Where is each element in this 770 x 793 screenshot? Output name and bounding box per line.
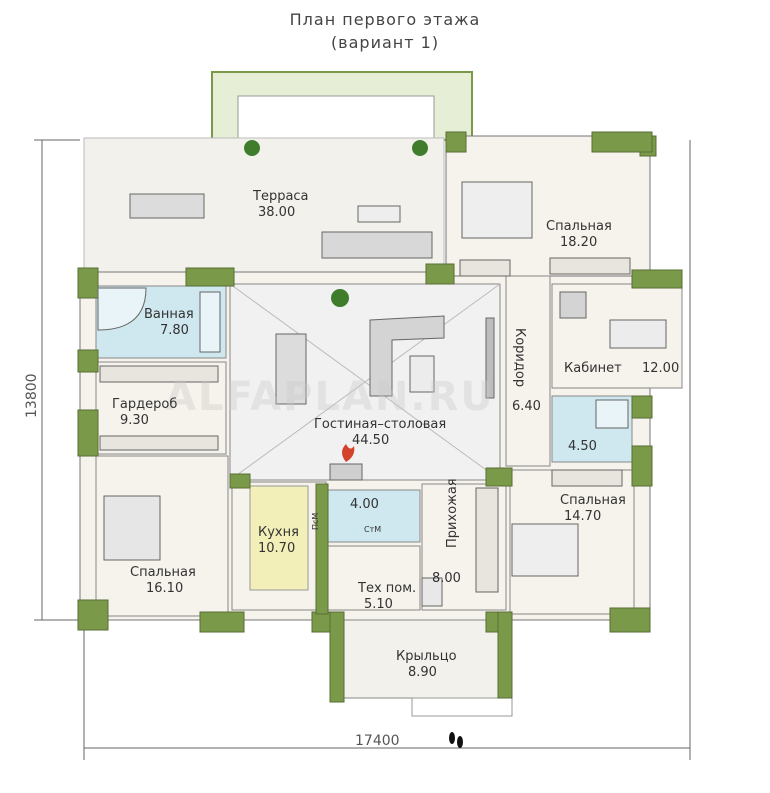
label-bedroom-tr-area: 18.20 — [560, 235, 597, 250]
label-wc-area: 4.50 — [568, 439, 597, 454]
label-porch-area: 8.90 — [408, 665, 437, 680]
label-washer: СтМ — [364, 525, 381, 534]
plant-icon — [244, 140, 428, 307]
label-living-area: 44.50 — [352, 433, 389, 448]
label-corridor-name: Коридор — [512, 328, 527, 387]
tech-floor — [327, 545, 421, 611]
watermark: ALFAPLAN.RU — [165, 374, 495, 420]
dimension-width: 17400 — [355, 733, 400, 749]
label-bath-name: Ванная — [144, 307, 194, 322]
label-terrace-area: 38.00 — [258, 205, 295, 220]
fire-icon — [342, 444, 355, 462]
label-living-name: Гостиная–столовая — [314, 417, 446, 432]
entrance-footprints-icon — [449, 732, 463, 748]
small-room-floor — [327, 489, 421, 543]
plan-title-line2: (вариант 1) — [330, 33, 440, 52]
label-terrace-name: Терраса — [252, 189, 309, 204]
label-wardrobe-area: 9.30 — [120, 413, 149, 428]
label-bedroom-left-area: 16.10 — [146, 581, 183, 596]
label-kitchen-area: 10.70 — [258, 541, 295, 556]
label-tech-name: Тех пом. — [357, 581, 416, 596]
label-hall-name: Прихожая — [445, 478, 460, 548]
walls — [77, 131, 683, 703]
label-porch-name: Крыльцо — [396, 649, 457, 664]
label-small-room-area: 4.00 — [350, 497, 379, 512]
label-bedroom-tr-name: Спальная — [546, 219, 612, 234]
label-kitchen-name: Кухня — [258, 525, 299, 540]
kitchen-island — [249, 485, 309, 591]
plan-title: План первого этажа (вариант 1) — [0, 10, 770, 52]
label-bedroom-br-name: Спальная — [560, 493, 626, 508]
label-cabinet-name: Кабинет — [564, 361, 622, 376]
label-tech-area: 5.10 — [364, 597, 393, 612]
plan-title-line1: План первого этажа — [289, 10, 481, 29]
terrace-canopy-inner — [237, 95, 435, 141]
label-hall-area: 8.00 — [432, 571, 461, 586]
porch-step — [411, 697, 513, 717]
label-bath-area: 7.80 — [160, 323, 189, 338]
bedroom-left-floor — [95, 455, 229, 617]
furniture — [97, 181, 667, 607]
label-bedroom-br-area: 14.70 — [564, 509, 601, 524]
label-cabinet-area: 12.00 — [642, 361, 679, 376]
dimension-lines — [34, 139, 691, 760]
corridor-floor — [505, 275, 551, 467]
porch-floor — [335, 619, 513, 699]
label-dishwasher: ПсМ — [311, 513, 320, 530]
label-bedroom-left-name: Спальная — [130, 565, 196, 580]
label-corridor-area: 6.40 — [512, 399, 541, 414]
dimension-height: 13800 — [24, 373, 40, 418]
wardrobe-shelves — [99, 257, 631, 593]
label-wardrobe-name: Гардероб — [112, 397, 177, 412]
